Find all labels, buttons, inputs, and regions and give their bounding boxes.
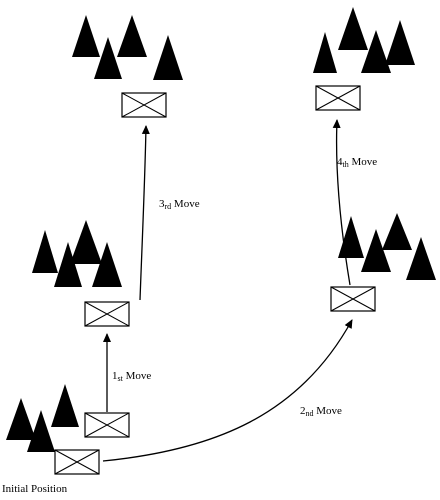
tree-cluster-middle-left (32, 220, 122, 287)
arrow-move-3 (139, 125, 150, 301)
move-3-label: 3rd Move (159, 198, 200, 211)
move-2-label: 2nd Move (300, 405, 342, 418)
move-1-label: 1st Move (112, 370, 151, 383)
unit-after-move-2 (330, 286, 376, 312)
tree-cluster-bottom-left (6, 384, 79, 452)
unit-after-move-4 (315, 85, 361, 111)
tree-cluster-top-left (72, 15, 183, 80)
arrow-move-4 (332, 119, 351, 286)
unit-after-move-1-start (84, 412, 130, 438)
unit-after-move-3 (121, 92, 167, 118)
unit-after-move-1 (84, 301, 130, 327)
unit-initial (54, 449, 100, 475)
move-4-label: 4th Move (337, 156, 377, 169)
arrow-move-2 (102, 319, 353, 462)
initial-position-label: Initial Position (2, 483, 68, 495)
tree-cluster-middle-right (338, 213, 436, 280)
tree-cluster-top-right (313, 7, 415, 73)
